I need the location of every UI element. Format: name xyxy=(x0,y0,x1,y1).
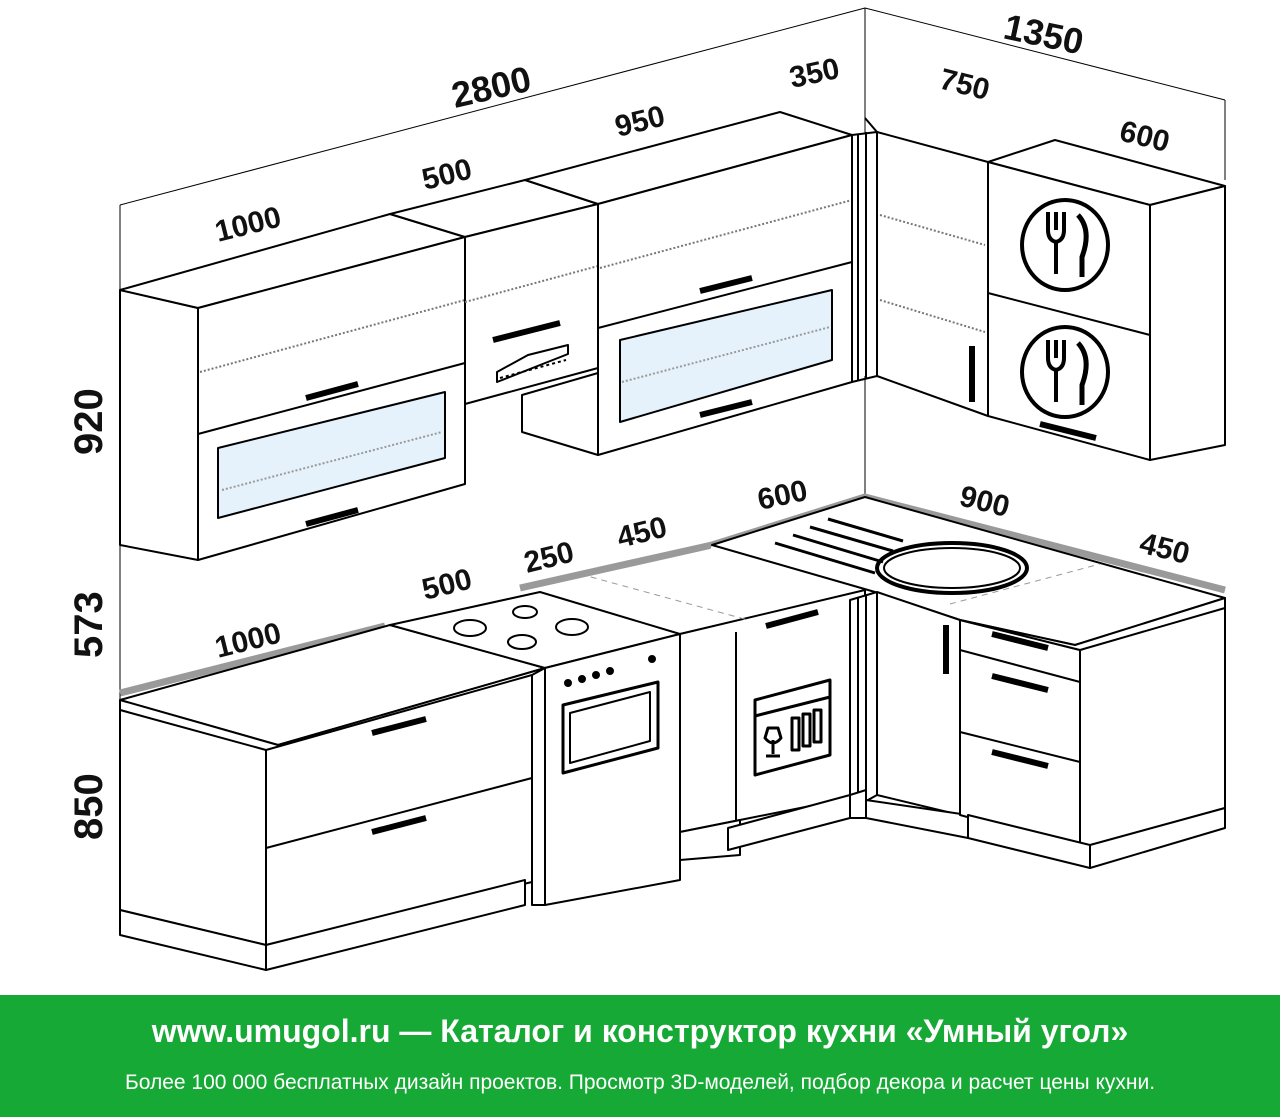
dim-counter-250: 250 xyxy=(521,536,578,580)
dim-counter-500: 500 xyxy=(419,563,476,607)
dim-height-573: 573 xyxy=(67,591,111,658)
sink-icon xyxy=(774,517,1029,595)
kitchen-drawing: 2800 1350 1000 500 950 350 750 600 920 5… xyxy=(67,6,1226,971)
upper-cabinet-950 xyxy=(521,111,853,456)
dim-upper-600: 600 xyxy=(1116,115,1173,159)
promo-banner: www.umugol.ru — Каталог и конструктор ку… xyxy=(0,995,1280,1117)
dim-counter-600: 600 xyxy=(755,474,811,517)
upper-cabinet-750 xyxy=(864,117,989,417)
sink-countertop xyxy=(579,496,1226,646)
dim-upper-1000: 1000 xyxy=(212,201,285,249)
fork-knife-icon xyxy=(1020,325,1110,419)
dim-total-1350: 1350 xyxy=(1000,6,1087,63)
gas-hob-icon xyxy=(453,605,589,650)
upper-corner-350 xyxy=(851,131,878,383)
dim-upper-950: 950 xyxy=(612,100,669,144)
dim-height-850: 850 xyxy=(67,773,111,840)
dim-upper-500: 500 xyxy=(419,153,476,197)
dishwasher xyxy=(679,589,866,855)
dim-counter-900: 900 xyxy=(956,480,1013,524)
dim-counter-450: 450 xyxy=(614,511,671,555)
lower-corner xyxy=(849,591,878,819)
oven-cabinet xyxy=(531,633,681,906)
dim-total-2800: 2800 xyxy=(448,58,535,116)
banner-subtitle: Более 100 000 бесплатных дизайн проектов… xyxy=(124,1071,1156,1094)
banner-title[interactable]: www.umugol.ru — Каталог и конструктор ку… xyxy=(151,1013,1129,1049)
upper-cabinet-1000 xyxy=(119,213,466,561)
fork-knife-icon xyxy=(1020,198,1110,292)
dim-upper-750: 750 xyxy=(936,63,993,107)
upper-cabinet-600 xyxy=(987,139,1226,461)
hood-icon xyxy=(496,344,569,383)
dim-height-920: 920 xyxy=(67,388,111,455)
dim-counter-450-right: 450 xyxy=(1136,527,1193,571)
dim-upper-350: 350 xyxy=(787,52,843,95)
dishwasher-icon xyxy=(753,678,832,777)
lower-cabinet-900 xyxy=(865,591,969,839)
lower-cabinet-1000 xyxy=(119,624,546,971)
oven-icon xyxy=(561,655,660,775)
lower-drawers-450 xyxy=(959,597,1226,869)
